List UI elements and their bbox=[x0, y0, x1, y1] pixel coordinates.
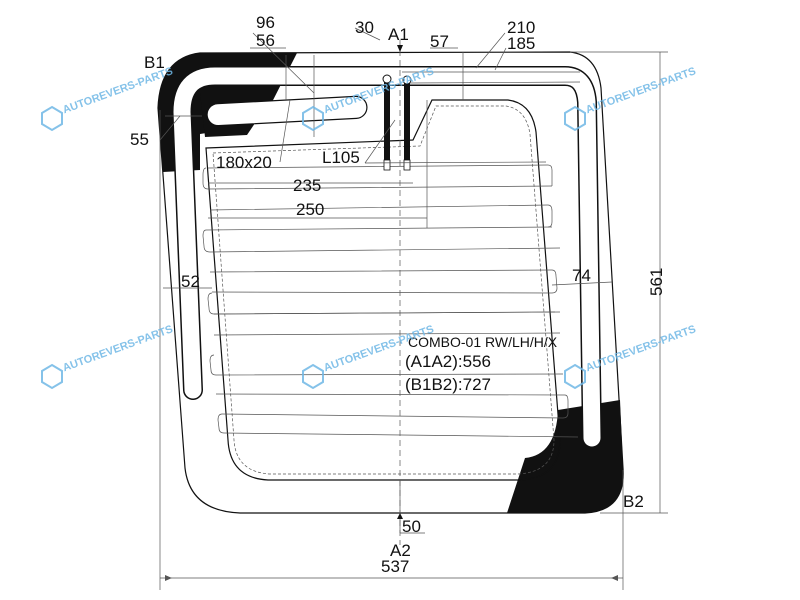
part-code: COMBO-01 RW/LH/H/X bbox=[408, 334, 558, 350]
dim-52: 52 bbox=[181, 272, 200, 291]
dim-537: 537 bbox=[381, 557, 409, 576]
antenna-leads bbox=[382, 74, 412, 171]
dim-235: 235 bbox=[293, 176, 321, 195]
b1b2-length: (B1B2):727 bbox=[405, 375, 491, 394]
dim-56: 56 bbox=[256, 31, 275, 50]
dim-30: 30 bbox=[355, 18, 374, 37]
dim-slot: 180x20 bbox=[216, 153, 272, 172]
heated-area-outline bbox=[205, 99, 561, 481]
dim-561: 561 bbox=[647, 268, 666, 296]
dim-55: 55 bbox=[130, 130, 149, 149]
dim-50: 50 bbox=[402, 517, 421, 536]
dim-57: 57 bbox=[430, 32, 449, 51]
dimension-lines bbox=[159, 27, 668, 590]
point-a2: A2 bbox=[390, 541, 411, 560]
dim-250: 250 bbox=[296, 200, 324, 219]
ceramic-band-bottom-right bbox=[507, 400, 624, 513]
point-b2: B2 bbox=[623, 492, 644, 511]
dim-96: 96 bbox=[256, 13, 275, 32]
dim-210: 210 bbox=[507, 18, 535, 37]
heating-grid bbox=[202, 164, 579, 438]
svg-text:AUTOREVERS-PARTS: AUTOREVERS-PARTS bbox=[61, 323, 174, 374]
point-a1: A1 bbox=[388, 25, 409, 44]
dim-74: 74 bbox=[572, 266, 591, 285]
slot-180x20 bbox=[206, 95, 368, 127]
dim-l105: L105 bbox=[322, 148, 360, 167]
dim-185: 185 bbox=[507, 34, 535, 53]
svg-text:AUTOREVERS-PARTS: AUTOREVERS-PARTS bbox=[584, 323, 697, 374]
point-b1: B1 bbox=[144, 53, 165, 72]
a1a2-length: (A1A2):556 bbox=[405, 352, 491, 371]
